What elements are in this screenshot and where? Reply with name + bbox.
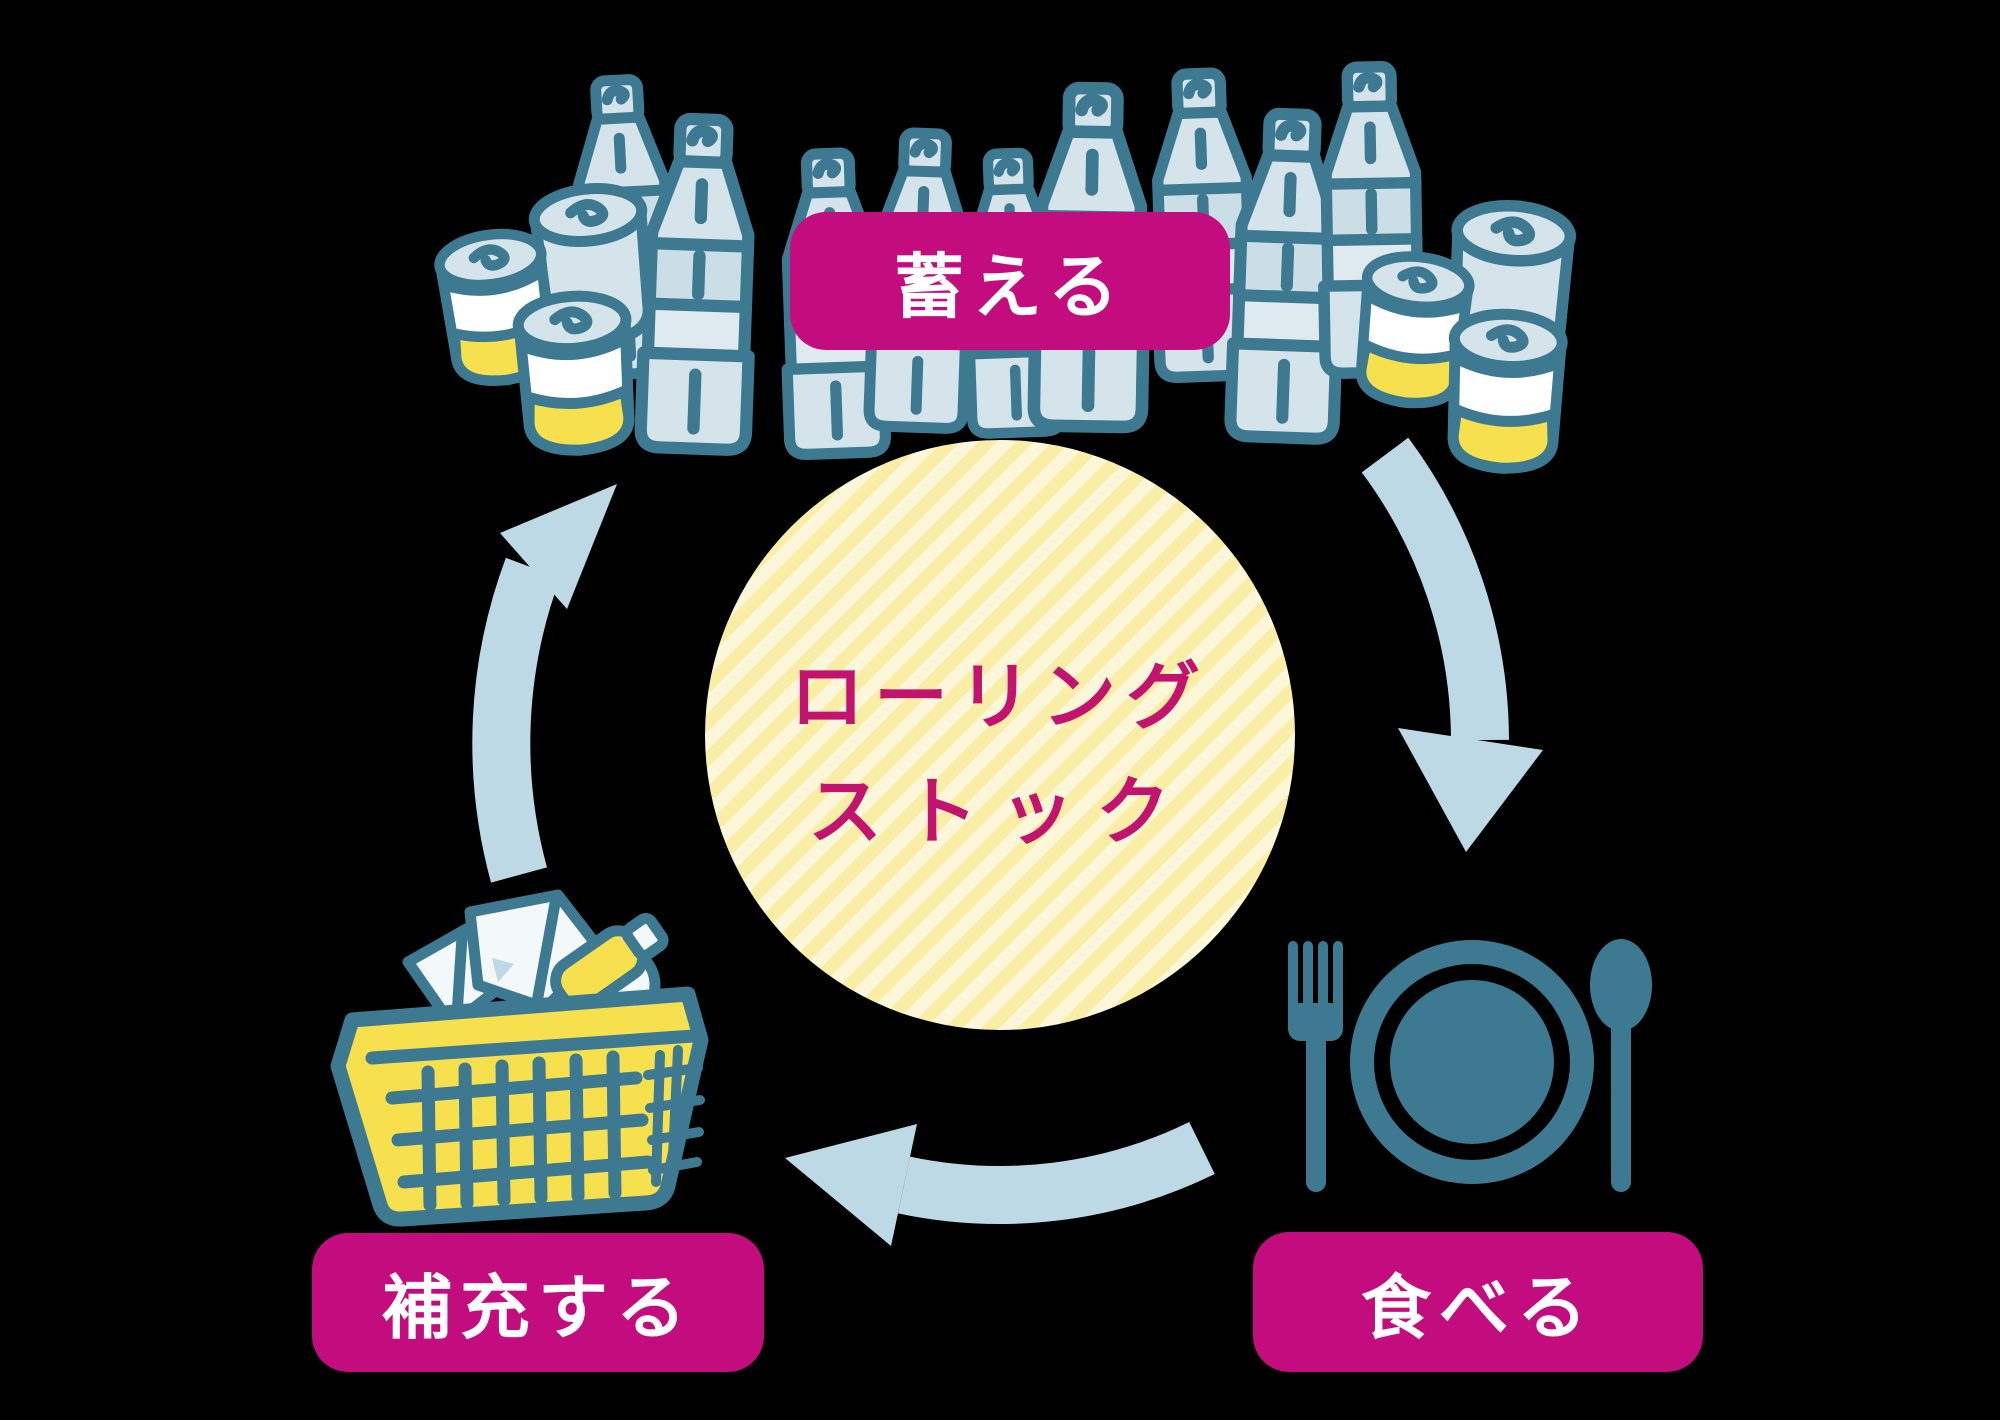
arrow-eat-to-replenish	[785, 1121, 1215, 1246]
shopping-basket-icon	[330, 889, 709, 1227]
spoon-icon	[1590, 939, 1652, 1192]
plate-icon	[1350, 940, 1594, 1184]
arrow-replenish-to-store	[472, 484, 617, 883]
label-store: 蓄える	[790, 212, 1230, 350]
cycle-title: ローリング ストック	[790, 600, 1210, 869]
cycle-title-line2: ストック	[808, 770, 1192, 853]
cycle-center-circle: ローリング ストック	[705, 440, 1295, 1030]
arrow-store-to-eat	[1361, 437, 1543, 852]
cycle-title-line1: ローリング	[790, 655, 1210, 739]
label-eat: 食べる	[1253, 1232, 1703, 1372]
fork-icon	[1288, 941, 1343, 1192]
plate-fork-spoon-icon	[1288, 939, 1652, 1192]
label-replenish: 補充する	[312, 1233, 764, 1372]
